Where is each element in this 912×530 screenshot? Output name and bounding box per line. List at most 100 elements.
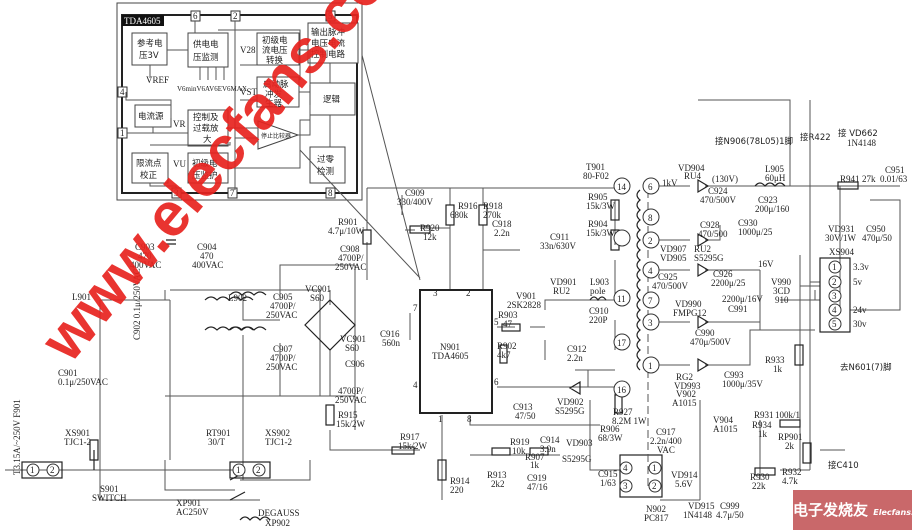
label-c950-b: 470μ/50 bbox=[862, 233, 892, 243]
label-deg-a: DEGAUSS bbox=[258, 508, 300, 518]
label-c905-a: C905 bbox=[273, 292, 293, 302]
label-vd902-b: S5295G bbox=[555, 406, 585, 416]
block-primary-voltage: 初级电 bbox=[192, 158, 218, 169]
label-r917-a: R917 bbox=[400, 432, 420, 442]
label-x2: 2 bbox=[832, 277, 837, 287]
label-p2: 2 bbox=[466, 288, 471, 298]
label-r916-b: 680k bbox=[450, 210, 469, 220]
label-xp901-a: XP901 bbox=[176, 498, 201, 508]
block-stop-comparator: 停止比较器 bbox=[261, 132, 291, 140]
label-c902: C902 0.1μ/250VAC bbox=[132, 268, 142, 340]
label-v904-a: V904 bbox=[713, 415, 733, 425]
label-p3: 3 bbox=[174, 188, 179, 198]
label-v902-a: V902 bbox=[676, 389, 696, 399]
label-xs902-b: TJC1-2 bbox=[265, 437, 292, 447]
label-c907-c: 250VAC bbox=[266, 362, 297, 372]
label-s901-a: S901 bbox=[100, 484, 119, 494]
label-ctl-3: 大 bbox=[203, 134, 212, 145]
label-r932-b: 4.7k bbox=[782, 476, 798, 486]
label-r927-b: 8.2M 1W bbox=[612, 416, 647, 426]
label-s5295g: S5295G bbox=[694, 253, 724, 263]
label-r932-a: R932 bbox=[782, 467, 802, 477]
ic-title: TDA4605 bbox=[124, 16, 161, 26]
label-ref-2: 压3V bbox=[139, 51, 159, 61]
label-c993-b: 1000μ/35V bbox=[722, 379, 763, 389]
label-c908-b: 4700P/ bbox=[338, 253, 364, 263]
label-c901-b: 0.1μ/250VAC bbox=[58, 377, 108, 387]
label-c916-a: C916 bbox=[380, 329, 400, 339]
label-r914-b: 220 bbox=[450, 485, 464, 495]
label-xs902-a: XS902 bbox=[265, 428, 290, 438]
label-n3: 3 bbox=[623, 481, 628, 491]
label-xs901-b: TJC1-2 bbox=[64, 437, 91, 447]
label-r905-a: R905 bbox=[588, 192, 608, 202]
label-v24: 24v bbox=[853, 305, 867, 315]
label-xp901-b: AC250V bbox=[176, 507, 209, 517]
block-reference: 参考电 bbox=[137, 38, 163, 49]
label-r919-a: R919 bbox=[510, 437, 530, 447]
label-out-3: 控制电路 bbox=[311, 49, 346, 60]
label-t6: 6 bbox=[648, 182, 653, 192]
label-vc901-b: S60 bbox=[310, 293, 325, 303]
label-c991-b: 2200μ/16V bbox=[722, 294, 763, 304]
label-p4: 4 bbox=[413, 380, 418, 390]
label-c918-a: C918 bbox=[492, 219, 512, 229]
block-zero-detect: 过零 bbox=[317, 154, 335, 165]
label-c917-b: 2.2n/400 bbox=[650, 436, 682, 446]
label-r933-a: R933 bbox=[765, 355, 785, 365]
label-c919-b: 47/16 bbox=[527, 482, 548, 492]
label-c914-a: C914 bbox=[540, 435, 560, 445]
label-pri-3: 转换 bbox=[266, 55, 284, 66]
label-r905-b: 15k/3W bbox=[586, 201, 616, 211]
label-r930-a: R930 bbox=[750, 472, 770, 482]
label-kv: 1kV bbox=[662, 178, 678, 188]
label-p2: 2 bbox=[233, 11, 238, 21]
label-rg2: RG2 bbox=[676, 372, 693, 382]
label-c919-a: C919 bbox=[527, 473, 547, 483]
label-r931-a: R931 bbox=[754, 410, 774, 420]
label-c904-c: 400VAC bbox=[192, 260, 223, 270]
label-c908-c: 250VAC bbox=[335, 262, 366, 272]
label-c911-a: C911 bbox=[550, 232, 569, 242]
site-logo: 电子发烧友 Elecfans.com bbox=[793, 490, 912, 530]
label-c905-b: 4700P/ bbox=[270, 301, 296, 311]
label-vd931-a: VD931 bbox=[828, 224, 855, 234]
label-r903-a: R903 bbox=[498, 310, 518, 320]
label-r930-b: 22k bbox=[752, 481, 766, 491]
label-rp901-b: 2k bbox=[785, 441, 795, 451]
label-c909-b: 330/400V bbox=[397, 197, 434, 207]
label-r903-b: 47 bbox=[503, 319, 513, 329]
label-r934-a: R934 bbox=[752, 420, 772, 430]
label-vd662-a: 接 VD662 bbox=[838, 128, 878, 139]
label-vc901-a: VC901 bbox=[305, 284, 331, 294]
label-c908-a: C908 bbox=[340, 244, 360, 254]
label-c909-a: C909 bbox=[405, 188, 425, 198]
label-r914-a: R914 bbox=[450, 476, 470, 486]
label-c904-a: C904 bbox=[197, 242, 217, 252]
label-c914-b: 3.9n bbox=[540, 444, 556, 454]
label-vd904-a: VD904 bbox=[678, 163, 705, 173]
label-t901-a: T901 bbox=[586, 162, 605, 172]
label-c910-b: 220P bbox=[589, 315, 608, 325]
label-vd990-b: FMPG12 bbox=[673, 308, 707, 318]
label-r934-b: 1k bbox=[758, 429, 768, 439]
label-c926-b: 2200μ/25 bbox=[711, 278, 746, 288]
label-p1: 1 bbox=[438, 414, 443, 424]
label-c915-a: C915 bbox=[598, 469, 618, 479]
label-n601: 去N601(7)脚 bbox=[840, 362, 892, 373]
label-s2: 2 bbox=[50, 465, 55, 475]
label-c911-b: 33n/630V bbox=[540, 241, 577, 251]
label-n4: 4 bbox=[623, 463, 628, 473]
label-sup-2: 压监测 bbox=[193, 52, 219, 63]
label-p7: 7 bbox=[230, 188, 235, 198]
label-v28: V28 bbox=[240, 45, 256, 55]
label-r902-b: 4k7 bbox=[497, 350, 511, 360]
label-l905-b: 60μH bbox=[765, 173, 786, 183]
label-vr: VR bbox=[173, 119, 186, 129]
zoom-lines bbox=[299, 54, 421, 281]
label-vd902-a: VD902 bbox=[557, 397, 584, 407]
label-vd915-a: VD915 bbox=[688, 501, 715, 511]
